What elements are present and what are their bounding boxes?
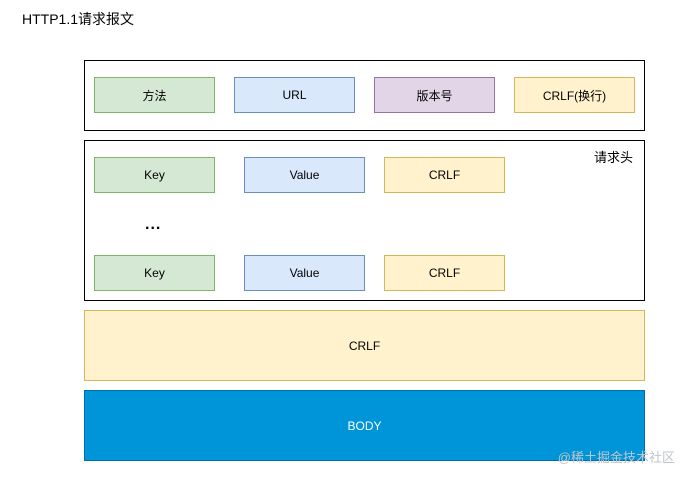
headers-ellipsis: ...	[145, 216, 162, 233]
header-value-box: Value	[244, 157, 365, 193]
header-crlf-box: CRLF	[384, 157, 505, 193]
method-box: 方法	[94, 77, 215, 113]
version-box: 版本号	[374, 77, 495, 113]
diagram-title: HTTP1.1请求报文	[22, 11, 135, 27]
header-key-box: Key	[94, 255, 215, 291]
header-value-box: Value	[244, 255, 365, 291]
request-line-crlf-box: CRLF(换行)	[514, 77, 635, 113]
header-crlf-box: CRLF	[384, 255, 505, 291]
request-headers-label: 请求头	[594, 150, 634, 165]
header-key-box: Key	[94, 157, 215, 193]
url-box: URL	[234, 77, 355, 113]
watermark: @稀土掘金技术社区	[557, 450, 675, 465]
blank-line-crlf-box: CRLF	[84, 310, 645, 381]
body-box: BODY	[84, 390, 645, 461]
